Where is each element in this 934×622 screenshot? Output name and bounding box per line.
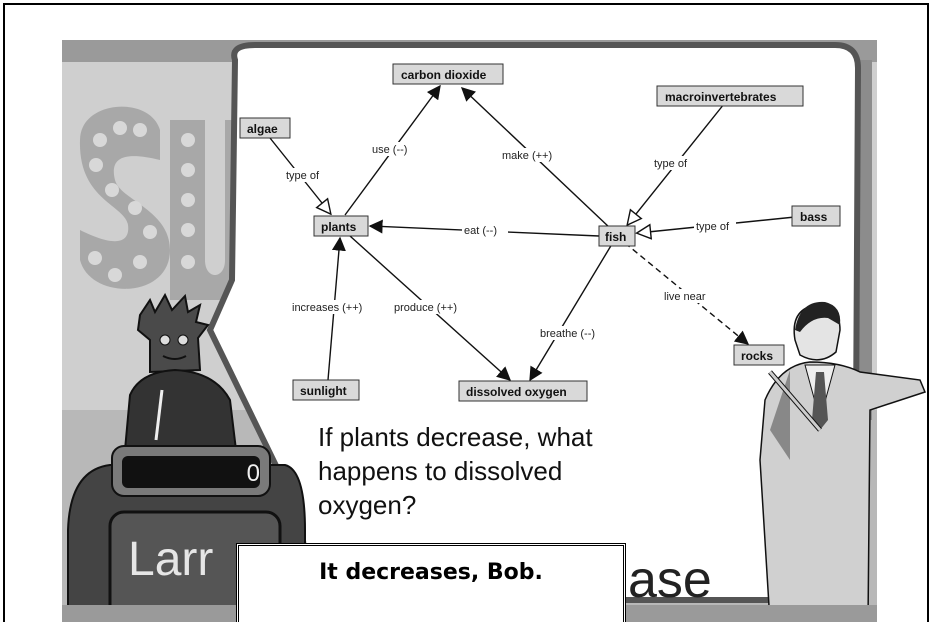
- contestant-character: [123, 292, 238, 451]
- edge-label-algae-type-of: type of: [286, 170, 320, 182]
- outer-frame: [3, 3, 929, 622]
- question-text: If plants decrease, what happens to diss…: [318, 420, 738, 522]
- edge-label-bass-type-of: type of: [696, 221, 730, 233]
- background-answer-fragment: ase: [628, 551, 712, 609]
- node-bass: bass: [791, 205, 841, 227]
- node-algae: algae: [239, 117, 291, 139]
- host-character: [759, 301, 927, 622]
- edge-label-sunlight-increases: increases (++): [292, 302, 362, 314]
- right-pillar: [858, 60, 872, 420]
- node-rocks: rocks: [733, 344, 785, 366]
- question-line-2: happens to dissolved: [318, 456, 563, 486]
- edge-label-fish-live-near: live near: [664, 291, 706, 303]
- contestant-score: 0: [246, 460, 260, 487]
- answer-speech-box: It decreases, Bob.: [236, 543, 626, 622]
- question-line-3: oxygen?: [318, 490, 417, 520]
- node-label-dissolved-oxygen: dissolved oxygen: [466, 385, 567, 399]
- node-carbon-dioxide: carbon dioxide: [392, 63, 504, 85]
- edge-label-plants-produce: produce (++): [394, 302, 457, 314]
- edge-fish-rocks: [624, 242, 750, 345]
- concept-map-edge-labels: type of use (--) make (++) type of eat (…: [284, 142, 736, 340]
- question-line-1: If plants decrease, what: [318, 422, 593, 452]
- edge-label-fish-eat: eat (--): [464, 225, 497, 237]
- node-fish: fish: [598, 225, 636, 247]
- node-macroinvertebrates: macroinvertebrates: [656, 85, 804, 107]
- contestant-name: Larr: [128, 533, 214, 586]
- edge-label-fish-breathe: breathe (--): [540, 328, 595, 340]
- node-label-carbon-dioxide: carbon dioxide: [401, 68, 487, 82]
- node-plants: plants: [313, 215, 369, 237]
- node-label-fish: fish: [605, 230, 626, 244]
- edge-fish-oxygen: [529, 243, 613, 382]
- node-label-macroinvertebrates: macroinvertebrates: [665, 90, 777, 104]
- edge-label-plants-use: use (--): [372, 144, 407, 156]
- node-label-plants: plants: [321, 220, 357, 234]
- answer-text: It decreases, Bob.: [319, 560, 543, 585]
- node-label-rocks: rocks: [741, 349, 773, 363]
- edge-label-fish-make: make (++): [502, 150, 552, 162]
- marquee-letters: [79, 106, 240, 300]
- node-label-sunlight: sunlight: [300, 384, 347, 398]
- node-dissolved-oxygen: dissolved oxygen: [458, 380, 588, 402]
- edge-label-macro-type-of: type of: [654, 158, 688, 170]
- node-label-algae: algae: [247, 122, 278, 136]
- node-sunlight: sunlight: [292, 379, 360, 401]
- node-label-bass: bass: [800, 210, 828, 224]
